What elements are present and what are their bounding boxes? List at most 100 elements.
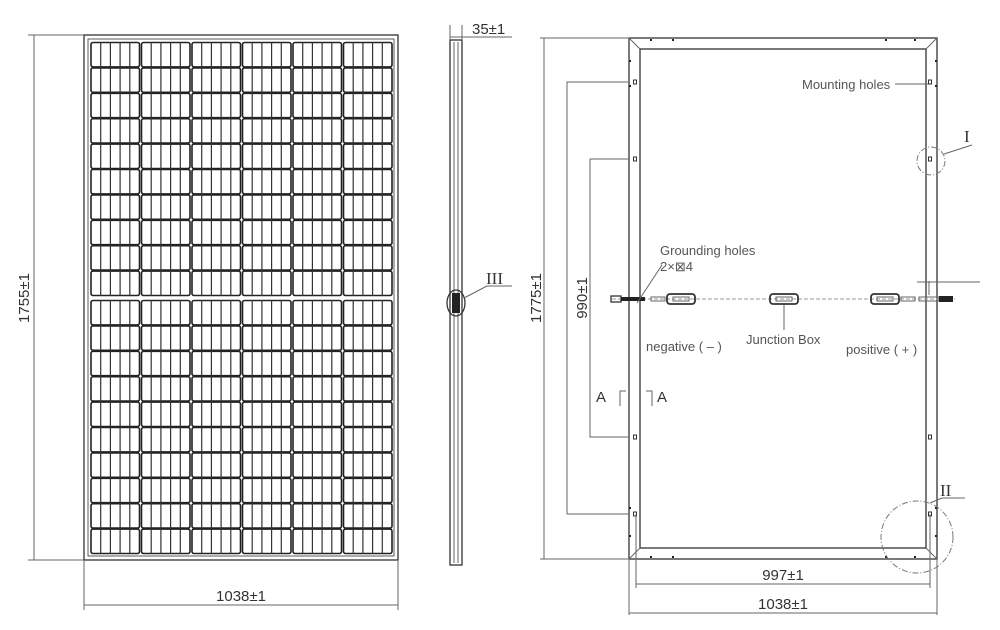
solar-cell <box>241 194 292 221</box>
corner-miter <box>628 547 641 560</box>
solar-cell <box>342 143 393 170</box>
drain-hole <box>885 556 887 558</box>
solar-cell <box>292 350 343 377</box>
solar-cell <box>342 67 393 94</box>
junction-box-inner <box>876 296 894 302</box>
connector-negative-body <box>621 297 645 301</box>
thickness-dim: 35±1 <box>472 21 505 38</box>
solar-cell <box>241 92 292 119</box>
solar-cell <box>191 502 242 529</box>
solar-cell <box>342 41 393 68</box>
solar-cell <box>342 219 393 246</box>
solar-cell <box>90 426 141 453</box>
back-height-dim: 1775±1 <box>528 273 545 323</box>
solar-cell <box>90 528 141 555</box>
solar-cell <box>292 67 343 94</box>
solar-cell <box>191 426 242 453</box>
solar-cell <box>140 350 191 377</box>
solar-cell <box>90 452 141 479</box>
solar-cell <box>191 41 242 68</box>
solar-cell <box>292 502 343 529</box>
solar-cell <box>292 325 343 352</box>
solar-cell <box>90 92 141 119</box>
solar-cell <box>191 270 242 297</box>
solar-cell <box>191 168 242 195</box>
solar-cell <box>241 426 292 453</box>
solar-cell <box>241 502 292 529</box>
solar-cell <box>191 117 242 144</box>
solar-cell <box>140 477 191 504</box>
front-width-dim: 1038±1 <box>216 588 266 605</box>
side-profile <box>449 39 463 566</box>
solar-cell <box>140 244 191 271</box>
cell-grid <box>90 41 393 555</box>
solar-cell <box>191 194 242 221</box>
solar-cell <box>90 194 141 221</box>
solar-cell <box>292 426 343 453</box>
solar-cell <box>292 452 343 479</box>
solar-cell <box>292 401 343 428</box>
solar-cell <box>140 502 191 529</box>
solar-cell <box>342 401 393 428</box>
solar-cell <box>292 168 343 195</box>
solar-cell <box>191 452 242 479</box>
solar-cell <box>342 168 393 195</box>
drain-hole <box>885 39 887 41</box>
junction-box-inner <box>775 296 793 302</box>
solar-cell <box>140 41 191 68</box>
corner-miter <box>628 37 641 50</box>
connector-positive <box>939 296 953 302</box>
drain-hole <box>629 60 631 62</box>
solar-cell <box>140 299 191 326</box>
detail-i-label: I <box>964 127 970 146</box>
solar-cell <box>90 299 141 326</box>
solar-cell <box>241 375 292 402</box>
solar-cell <box>90 67 141 94</box>
solar-cell <box>342 452 393 479</box>
solar-cell <box>191 244 242 271</box>
solar-cell <box>90 477 141 504</box>
solar-cell <box>241 168 292 195</box>
junction-box-negative <box>666 293 696 305</box>
detail-iii-circle <box>446 289 466 317</box>
solar-cell <box>191 219 242 246</box>
solar-cell <box>342 92 393 119</box>
drain-hole <box>650 556 652 558</box>
section-a-right: A <box>657 389 667 406</box>
negative-label: negative ( – ) <box>646 339 722 354</box>
holes <box>629 39 937 558</box>
junction-box-positive <box>870 293 900 305</box>
front-frame-outer <box>83 34 399 561</box>
drain-hole <box>935 85 937 87</box>
mounting-hole <box>928 79 932 85</box>
section-a-left: A <box>596 389 606 406</box>
solar-cell <box>292 41 343 68</box>
solar-cell <box>292 299 343 326</box>
solar-cell <box>292 92 343 119</box>
solar-cell <box>342 426 393 453</box>
solar-cell <box>241 41 292 68</box>
detail-i-circle <box>916 146 946 176</box>
solar-cell <box>90 168 141 195</box>
drain-hole <box>914 556 916 558</box>
solar-cell <box>191 401 242 428</box>
solar-cell <box>342 350 393 377</box>
solar-cell <box>140 67 191 94</box>
cable-sleeve <box>900 296 916 302</box>
grounding-hole <box>633 156 637 162</box>
solar-cell <box>140 452 191 479</box>
leader-line <box>943 144 973 155</box>
solar-cell <box>191 528 242 555</box>
grounding-hole <box>928 434 932 440</box>
solar-cell <box>90 117 141 144</box>
solar-cell <box>90 350 141 377</box>
solar-cell <box>342 477 393 504</box>
solar-cell <box>292 270 343 297</box>
solar-cell <box>342 299 393 326</box>
solar-cell <box>241 401 292 428</box>
solar-cell <box>241 270 292 297</box>
front-view: 1755±1 1038±1 <box>16 34 399 610</box>
side-view: 35±1 III <box>446 21 512 566</box>
solar-cell <box>241 528 292 555</box>
